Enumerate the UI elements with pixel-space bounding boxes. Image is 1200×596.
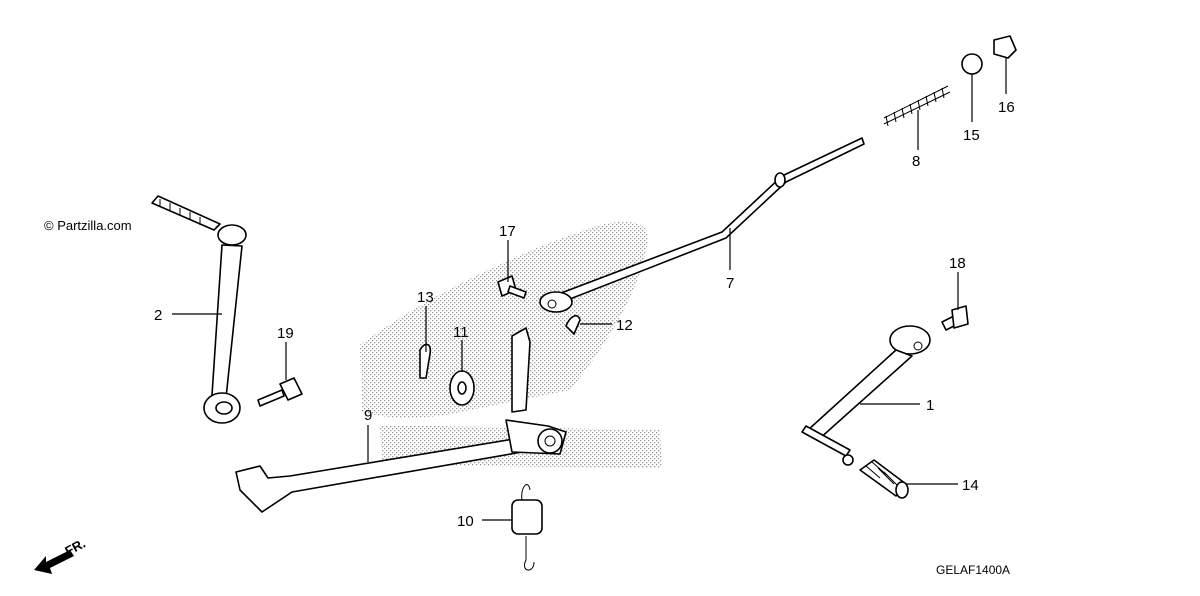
brake-pedal <box>235 327 567 513</box>
callout-11: 11 <box>453 324 469 341</box>
callout-2: 2 <box>154 307 162 324</box>
callout-18: 18 <box>949 255 966 272</box>
callout-19: 19 <box>277 325 294 342</box>
callout-15: 15 <box>963 127 980 144</box>
joint-15 <box>961 53 983 75</box>
callout-1: 1 <box>926 397 934 414</box>
diagram-code: GELAF1400A <box>936 563 1010 577</box>
spring-8 <box>883 85 951 127</box>
washer-11 <box>449 370 475 406</box>
callout-9: 9 <box>364 407 372 424</box>
callout-13: 13 <box>417 289 434 306</box>
callout-12: 12 <box>616 317 633 334</box>
callout-14: 14 <box>962 477 979 494</box>
nut-16 <box>993 35 1017 59</box>
front-direction-arrow: FR. <box>34 536 88 574</box>
kick-starter-arm <box>151 195 247 424</box>
bolt-19 <box>257 377 303 407</box>
bolt-17 <box>497 275 527 299</box>
bolt-18 <box>941 305 969 331</box>
callout-labels: 1 2 7 8 9 10 11 12 13 14 15 16 17 18 19 <box>154 99 1015 530</box>
callout-8: 8 <box>912 153 920 170</box>
cotter-pin-12 <box>565 314 581 335</box>
callout-16: 16 <box>998 99 1015 116</box>
watermark-text: © Partzilla.com <box>44 218 132 233</box>
gearshift-pedal <box>801 325 931 466</box>
callout-7: 7 <box>726 275 734 292</box>
cotter-pin-13 <box>419 343 432 379</box>
leader-lines <box>172 58 1007 521</box>
rubber-14 <box>859 459 909 499</box>
brake-rod <box>539 137 865 313</box>
spring-10 <box>511 484 543 571</box>
callout-17: 17 <box>499 223 516 240</box>
callout-10: 10 <box>457 513 474 530</box>
